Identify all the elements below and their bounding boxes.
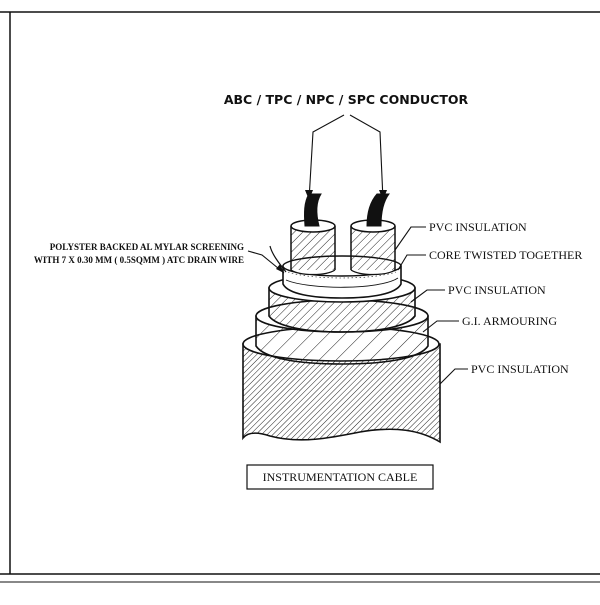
- label-pvc-insulation-2: PVC INSULATION: [448, 283, 546, 297]
- label-pvc-insulation-3: PVC INSULATION: [471, 362, 569, 376]
- label-core-twisted: CORE TWISTED TOGETHER: [429, 248, 582, 262]
- drawing-frame: [0, 11, 600, 583]
- caption-box: [246, 464, 434, 490]
- label-gi-armouring: G.I. ARMOURING: [462, 314, 557, 328]
- core-2: [350, 219, 396, 276]
- caption-text: INSTRUMENTATION CABLE: [263, 470, 418, 484]
- leader-lines: [247, 114, 468, 385]
- arrowheads: [276, 190, 387, 273]
- label-screening-line1: POLYSTER BACKED AL MYLAR SCREENING: [50, 242, 244, 252]
- label-conductor: ABC / TPC / NPC / SPC CONDUCTOR: [224, 92, 469, 107]
- label-pvc-insulation-1: PVC INSULATION: [429, 220, 527, 234]
- drain-wire: [269, 245, 287, 273]
- label-screening-line2: WITH 7 X 0.30 MM ( 0.5SQMM ) ATC DRAIN W…: [34, 255, 244, 265]
- core-1: [290, 219, 336, 276]
- conductors: [304, 193, 390, 227]
